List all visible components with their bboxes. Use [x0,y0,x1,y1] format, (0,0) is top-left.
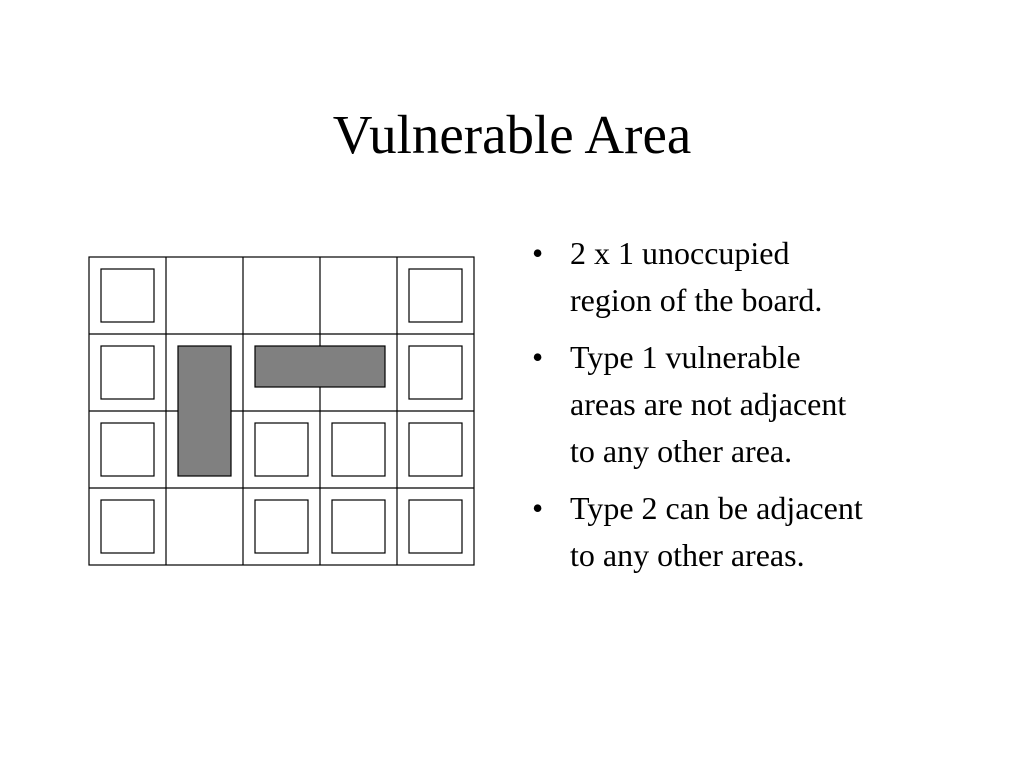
board-piece-outline [100,345,155,400]
shaded-vulnerable-area-vertical [177,345,232,477]
bullet-item-type-2: • Type 2 can be adjacent to any other ar… [528,485,998,579]
board-piece-outline [100,422,155,477]
board-piece-outline [408,345,463,400]
board-grid [88,256,475,566]
board-piece-outline [331,422,386,477]
board-piece-outline [100,268,155,323]
board-piece-outline [408,422,463,477]
shaded-vulnerable-area-horizontal [254,345,386,388]
bullet-item-type-1: • Type 1 vulnerable areas are not adjace… [528,334,998,475]
bullet-text-line: to any other area. [570,433,793,469]
board-outlined-pieces [100,268,463,554]
board-vulnerable-areas [177,345,386,477]
bullet-marker: • [532,339,544,375]
bullet-list: • 2 x 1 unoccupied region of the board. … [528,230,998,589]
bullet-text-line: 2 x 1 unoccupied [570,235,790,271]
bullet-text-line: Type 1 vulnerable [570,339,801,375]
bullet-text-line: region of the board. [570,282,823,318]
board-piece-outline [408,268,463,323]
bullet-item-unoccupied-region: • 2 x 1 unoccupied region of the board. [528,230,998,324]
board-piece-outline [254,422,309,477]
bullet-marker: • [532,235,544,271]
bullet-text-line: areas are not adjacent [570,386,847,422]
bullet-marker: • [532,490,544,526]
board-piece-outline [100,499,155,554]
bullet-text-line: Type 2 can be adjacent [570,490,863,526]
board-piece-outline [254,499,309,554]
slide-title: Vulnerable Area [332,104,692,165]
board-piece-outline [408,499,463,554]
board-piece-outline [331,499,386,554]
bullet-text-line: to any other areas. [570,537,805,573]
